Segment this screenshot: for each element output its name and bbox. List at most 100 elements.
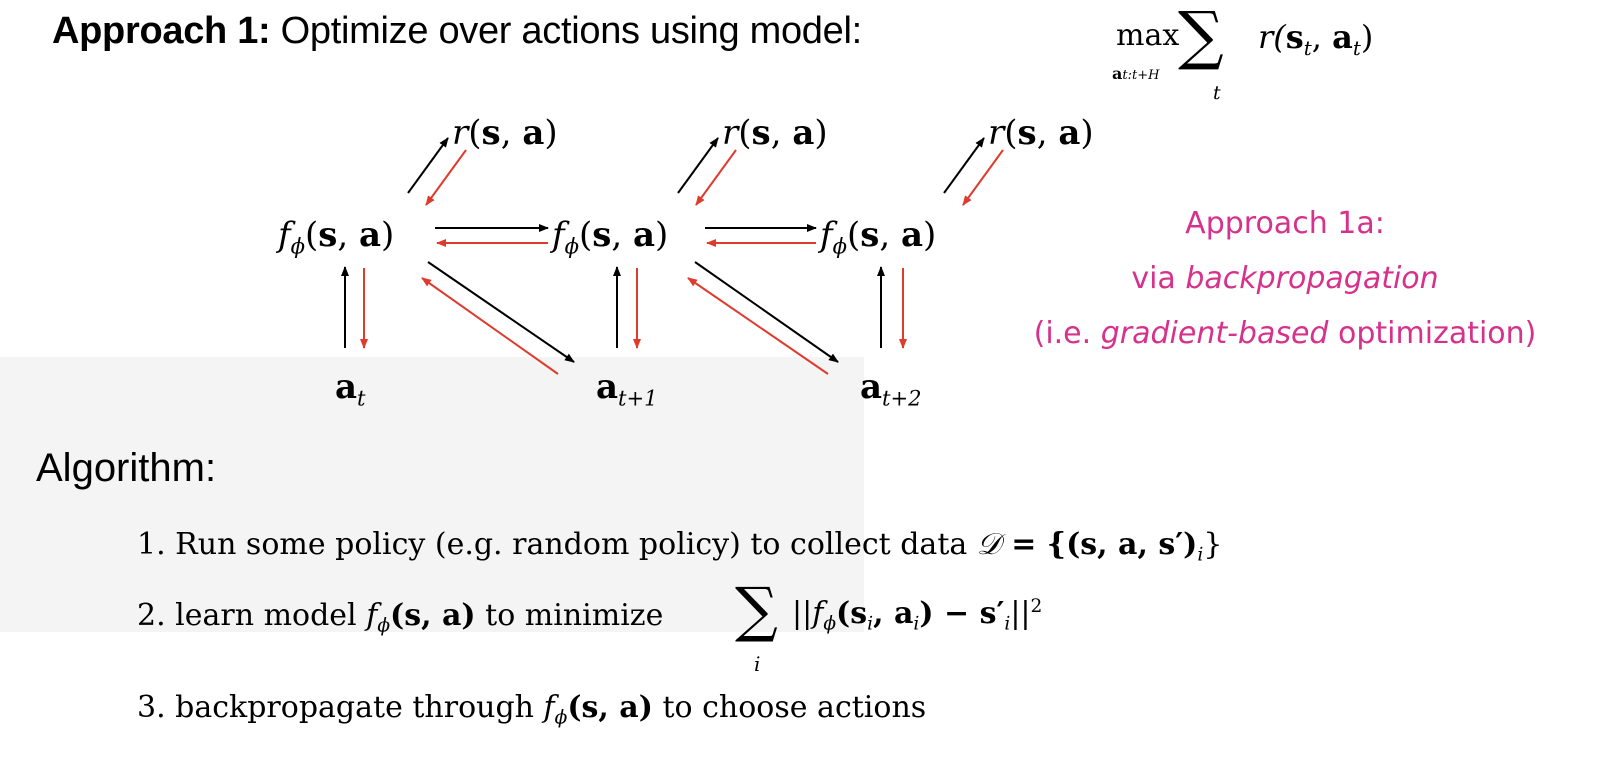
annotation-line-3-open: (i.e.: [1033, 316, 1101, 351]
model-node-3: fϕ(s, a): [820, 215, 936, 258]
reward-1-args: (s, a): [468, 113, 558, 153]
norm-s-sub: i: [867, 613, 874, 635]
action-node-2: at+1: [596, 367, 658, 410]
step-1-set-close: }: [1203, 527, 1223, 562]
arrow-model-to-reward-1: [407, 137, 449, 194]
model-3-args: (s, a): [846, 215, 937, 255]
model-2-args: (s, a): [578, 215, 669, 255]
norm-comma: , a: [873, 596, 914, 632]
action-3-base: a: [860, 367, 883, 407]
step-2-f: f: [366, 598, 378, 633]
step-2-phi: ϕ: [377, 615, 390, 637]
action-3-sub: t+2: [882, 385, 922, 411]
page-title: Approach 1: Optimize over actions using …: [52, 10, 862, 53]
norm-args-open: (s: [836, 596, 868, 632]
annotation-line-2-emph: backpropagation: [1185, 261, 1439, 296]
step-2-text: 2. learn model: [137, 598, 367, 633]
reward-3-args: (s, a): [1004, 113, 1094, 153]
action-node-3: at+2: [860, 367, 922, 410]
annotation-line-1: Approach 1a:: [1185, 206, 1385, 241]
step-3-args: (s, a): [567, 690, 653, 725]
model-1-f: f: [278, 215, 291, 255]
arrow-model-2-to-action-3: [694, 261, 839, 363]
arrow-action-2-to-model-1-grad: [421, 277, 559, 375]
step-1-set-symbol: 𝒟: [976, 527, 1001, 562]
step-3-f: f: [543, 690, 555, 725]
objective-max-sub-index: t:t+H: [1122, 68, 1160, 83]
annotation-line-2: via backpropagation: [995, 251, 1575, 306]
action-node-1: at: [335, 367, 366, 410]
norm-phi: ϕ: [823, 613, 837, 635]
obj-a: a: [1332, 18, 1353, 56]
model-node-1: fϕ(s, a): [278, 215, 394, 258]
objective-reward-term: r(st, at): [1258, 18, 1373, 60]
objective-max-subscript: at:t+H: [1112, 64, 1159, 83]
annotation-line-3: (i.e. gradient-based optimization): [995, 306, 1575, 361]
objective-formula: max at:t+H ∑ t r(st, at): [1110, 4, 1380, 104]
annotation-line-3-emph: gradient-based: [1100, 316, 1329, 351]
obj-close: ): [1360, 18, 1374, 56]
objective-max: max: [1116, 18, 1180, 53]
objective-max-sub-a: a: [1112, 64, 1123, 83]
annotation-line-3-rest: optimization): [1328, 316, 1537, 351]
step-1-set-sub: i: [1197, 544, 1204, 566]
step-3-text: 3. backpropagate through: [137, 690, 544, 725]
obj-comma: ,: [1311, 18, 1333, 56]
background-panel: [0, 357, 864, 632]
objective-sum-symbol: ∑: [1178, 0, 1224, 73]
norm-close: ||: [1010, 596, 1031, 632]
arrow-action-3-to-model-2-grad: [687, 277, 829, 375]
arrow-reward-to-model-grad-1: [425, 149, 467, 206]
algorithm-step-1: 1. Run some policy (e.g. random policy) …: [137, 527, 1222, 566]
model-2-f: f: [552, 215, 565, 255]
title-lead: Approach 1:: [52, 10, 271, 52]
algorithm-title: Algorithm:: [36, 446, 217, 490]
action-2-sub: t+1: [618, 385, 658, 411]
arrow-model-to-reward-2: [677, 137, 719, 194]
reward-node-3: r(s, a): [988, 113, 1094, 153]
approach-1a-annotation: Approach 1a: via backpropagation (i.e. g…: [995, 196, 1575, 361]
step-2-args: (s, a): [390, 598, 476, 633]
norm-minus: ) − s′: [919, 596, 1005, 632]
model-1-args: (s, a): [304, 215, 395, 255]
model-1-phi: ϕ: [290, 233, 305, 259]
arrow-model-to-reward-3: [943, 137, 985, 194]
algorithm-step-3: 3. backpropagate through fϕ(s, a) to cho…: [137, 690, 926, 729]
reward-2-args: (s, a): [738, 113, 828, 153]
model-2-phi: ϕ: [564, 233, 579, 259]
step-3-rest: to choose actions: [652, 690, 927, 725]
step-3-phi: ϕ: [554, 707, 568, 729]
step-1-set-expr: = {(s, a, s′): [1000, 527, 1198, 562]
step-2-norm: ||fϕ(si, ai) − s′i||2: [792, 596, 1042, 635]
norm-sp-sub: i: [1004, 613, 1011, 635]
reward-1-r: r: [452, 113, 469, 153]
arrow-reward-to-model-grad-2: [695, 149, 737, 206]
obj-a-sub: t: [1352, 36, 1361, 60]
objective-sum-subscript: t: [1213, 82, 1221, 104]
norm-open: ||f: [792, 596, 824, 632]
obj-s-sub: t: [1303, 36, 1312, 60]
obj-s: s: [1285, 18, 1304, 56]
norm-a-sub: i: [913, 613, 920, 635]
reward-node-1: r(s, a): [452, 113, 558, 153]
title-rest: Optimize over actions using model:: [270, 10, 862, 52]
action-2-base: a: [596, 367, 619, 407]
action-1-sub: t: [357, 385, 366, 411]
reward-2-r: r: [722, 113, 739, 153]
arrow-reward-to-model-grad-3: [962, 149, 1004, 206]
step-2-sum-subscript: i: [754, 652, 761, 676]
annotation-line-2-prefix: via: [1131, 261, 1186, 296]
model-3-f: f: [820, 215, 833, 255]
reward-node-2: r(s, a): [722, 113, 828, 153]
step-2-sum: ∑ i: [735, 580, 785, 680]
model-node-2: fϕ(s, a): [552, 215, 668, 258]
obj-r: r(: [1258, 18, 1286, 56]
step-1-text: 1. Run some policy (e.g. random policy) …: [137, 527, 977, 562]
model-3-phi: ϕ: [832, 233, 847, 259]
action-1-base: a: [335, 367, 358, 407]
algorithm-step-2: 2. learn model fϕ(s, a) to minimize: [137, 598, 663, 637]
norm-power: 2: [1030, 596, 1043, 617]
step-2-sum-symbol: ∑: [735, 575, 778, 645]
step-2-mid: to minimize: [475, 598, 664, 633]
